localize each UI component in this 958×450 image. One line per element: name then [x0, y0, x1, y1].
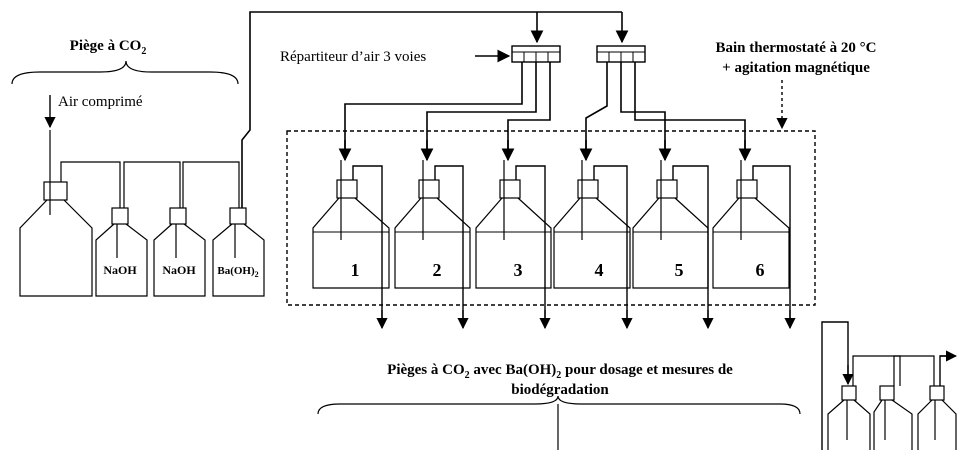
- bottom-label-line-1: Pièges à CO2 avec Ba(OH)2 pour dosage et…: [387, 362, 733, 381]
- reactor-label-2: 2: [433, 260, 442, 280]
- co2-trap-title: Piège à CO2: [70, 38, 147, 57]
- reactor-label-6: 6: [756, 260, 765, 280]
- reactor-label-1: 1: [351, 260, 360, 280]
- thermostatic-bath: [286, 130, 816, 306]
- baoh2-label: Ba(OH)2: [217, 265, 258, 279]
- naoh-bottle-2: NaOH: [153, 161, 240, 297]
- air-splitter-1: [511, 45, 561, 63]
- air-label: Air comprimé: [58, 94, 143, 110]
- reactor-4: 4: [553, 160, 633, 330]
- naoh-label-2: NaOH: [162, 263, 196, 277]
- air-splitter-2: [596, 45, 646, 63]
- distribution-lines-splitter-2: [585, 62, 746, 158]
- reactor-3: 3: [475, 160, 552, 330]
- reactor-2: 2: [394, 160, 471, 330]
- reactor-1: 1: [312, 160, 390, 330]
- reactor-6: 6: [712, 160, 796, 330]
- reactor-5: 5: [632, 160, 714, 330]
- naoh-label-1: NaOH: [103, 263, 137, 277]
- naoh-bottle-1: NaOH: [95, 161, 181, 297]
- bottom-brace: [317, 395, 801, 415]
- main-air-line: [241, 11, 622, 208]
- reactor-label-4: 4: [595, 260, 604, 280]
- humidifier-bottle: [19, 130, 121, 297]
- splitter-label: Répartiteur d’air 3 voies: [280, 49, 426, 65]
- bath-label-line-1: Bain thermostaté à 20 °C: [716, 40, 877, 56]
- reactor-label-5: 5: [675, 260, 684, 280]
- baoh2-bottle: Ba(OH)2: [212, 207, 265, 297]
- co2-trap-brace: [11, 60, 239, 85]
- reactor-label-3: 3: [514, 260, 523, 280]
- distribution-lines-splitter-1: [344, 62, 551, 158]
- bottom-label-line-2: biodégradation: [511, 382, 609, 398]
- bath-label-line-2: + agitation magnétique: [722, 60, 870, 76]
- co2-trap-train: [821, 321, 958, 450]
